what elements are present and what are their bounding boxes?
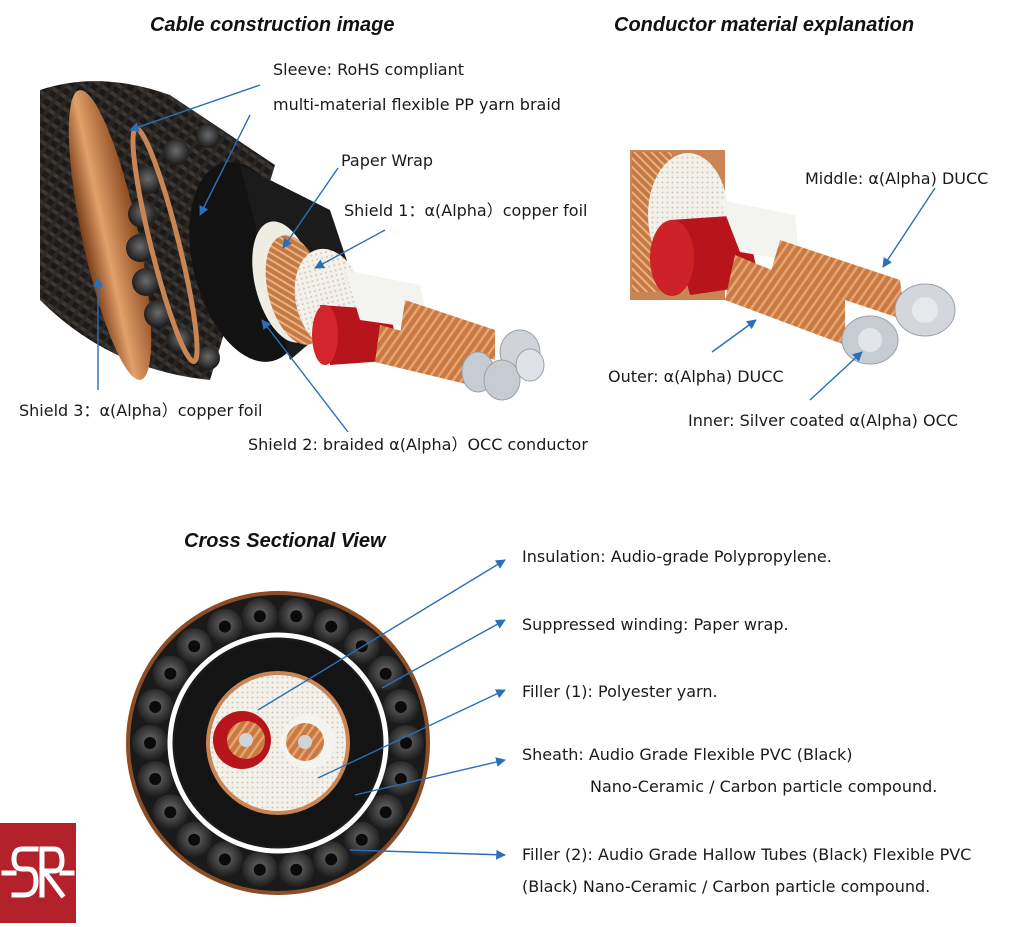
filler-tube-hole bbox=[290, 863, 303, 876]
cross-section-arrows bbox=[257, 559, 506, 860]
filler-tube-hole bbox=[164, 806, 177, 819]
filler-tube-hole bbox=[400, 737, 412, 749]
title-conductor: Conductor material explanation bbox=[614, 14, 915, 36]
label-outer: Outer: α(Alpha) DUCC bbox=[608, 367, 784, 386]
filler-tube-hole bbox=[394, 773, 407, 786]
filler-tube-hole bbox=[325, 853, 338, 866]
filler-tube-hole bbox=[379, 667, 392, 680]
filler-tube-hole bbox=[379, 806, 392, 819]
label-shield-3: Shield 3：α(Alpha）copper foil bbox=[19, 401, 263, 420]
label-inner: Inner: Silver coated α(Alpha) OCC bbox=[688, 411, 958, 430]
label-middle: Middle: α(Alpha) DUCC bbox=[805, 169, 989, 188]
label-sheath-2: Nano-Ceramic / Carbon particle compound. bbox=[590, 777, 938, 796]
brand-logo bbox=[0, 823, 76, 923]
filler-tube-hole bbox=[218, 620, 231, 633]
filler-tube-hole bbox=[253, 863, 266, 876]
filler-tube-hole bbox=[164, 667, 177, 680]
conductor-illustration bbox=[630, 150, 956, 365]
filler-tube-hole bbox=[149, 773, 162, 786]
filler-tube-hole bbox=[394, 700, 407, 713]
label-sleeve-2: multi-material flexible PP yarn braid bbox=[273, 95, 561, 114]
title-construction: Cable construction image bbox=[150, 14, 395, 36]
sr-logo-icon bbox=[1, 846, 75, 899]
label-shield-2: Shield 2: braided α(Alpha）OCC conductor bbox=[248, 435, 588, 454]
filler-tube-hole bbox=[188, 833, 201, 846]
construction-illustration bbox=[40, 81, 545, 401]
filler-tube-hole bbox=[325, 620, 338, 633]
label-filler-2: Filler (2): Audio Grade Hallow Tubes (Bl… bbox=[522, 845, 972, 864]
filler-tube-hole bbox=[188, 640, 201, 653]
label-sleeve: Sleeve: RoHS compliant bbox=[273, 60, 464, 79]
construction-arrows bbox=[93, 84, 386, 433]
conductor-arrows bbox=[711, 187, 936, 401]
filler-tube-hole bbox=[149, 700, 162, 713]
filler-tube-hole bbox=[290, 610, 303, 623]
label-winding: Suppressed winding: Paper wrap. bbox=[522, 615, 789, 634]
filler-tube-hole bbox=[355, 833, 368, 846]
label-filler-2-line2: (Black) Nano-Ceramic / Carbon particle c… bbox=[522, 877, 931, 896]
filler-tube-hole bbox=[218, 853, 231, 866]
label-shield-1: Shield 1：α(Alpha）copper foil bbox=[344, 201, 588, 220]
label-paper-wrap: Paper Wrap bbox=[341, 151, 434, 170]
filler-tube-hole bbox=[144, 737, 156, 749]
title-cross-section: Cross Sectional View bbox=[184, 530, 386, 552]
filler-tube-hole bbox=[253, 610, 266, 623]
label-insulation: Insulation: Audio-grade Polypropylene. bbox=[522, 547, 832, 566]
cross-section-illustration bbox=[126, 591, 430, 895]
label-filler-1: Filler (1): Polyester yarn. bbox=[522, 682, 718, 701]
label-sheath: Sheath: Audio Grade Flexible PVC (Black) bbox=[522, 745, 853, 764]
